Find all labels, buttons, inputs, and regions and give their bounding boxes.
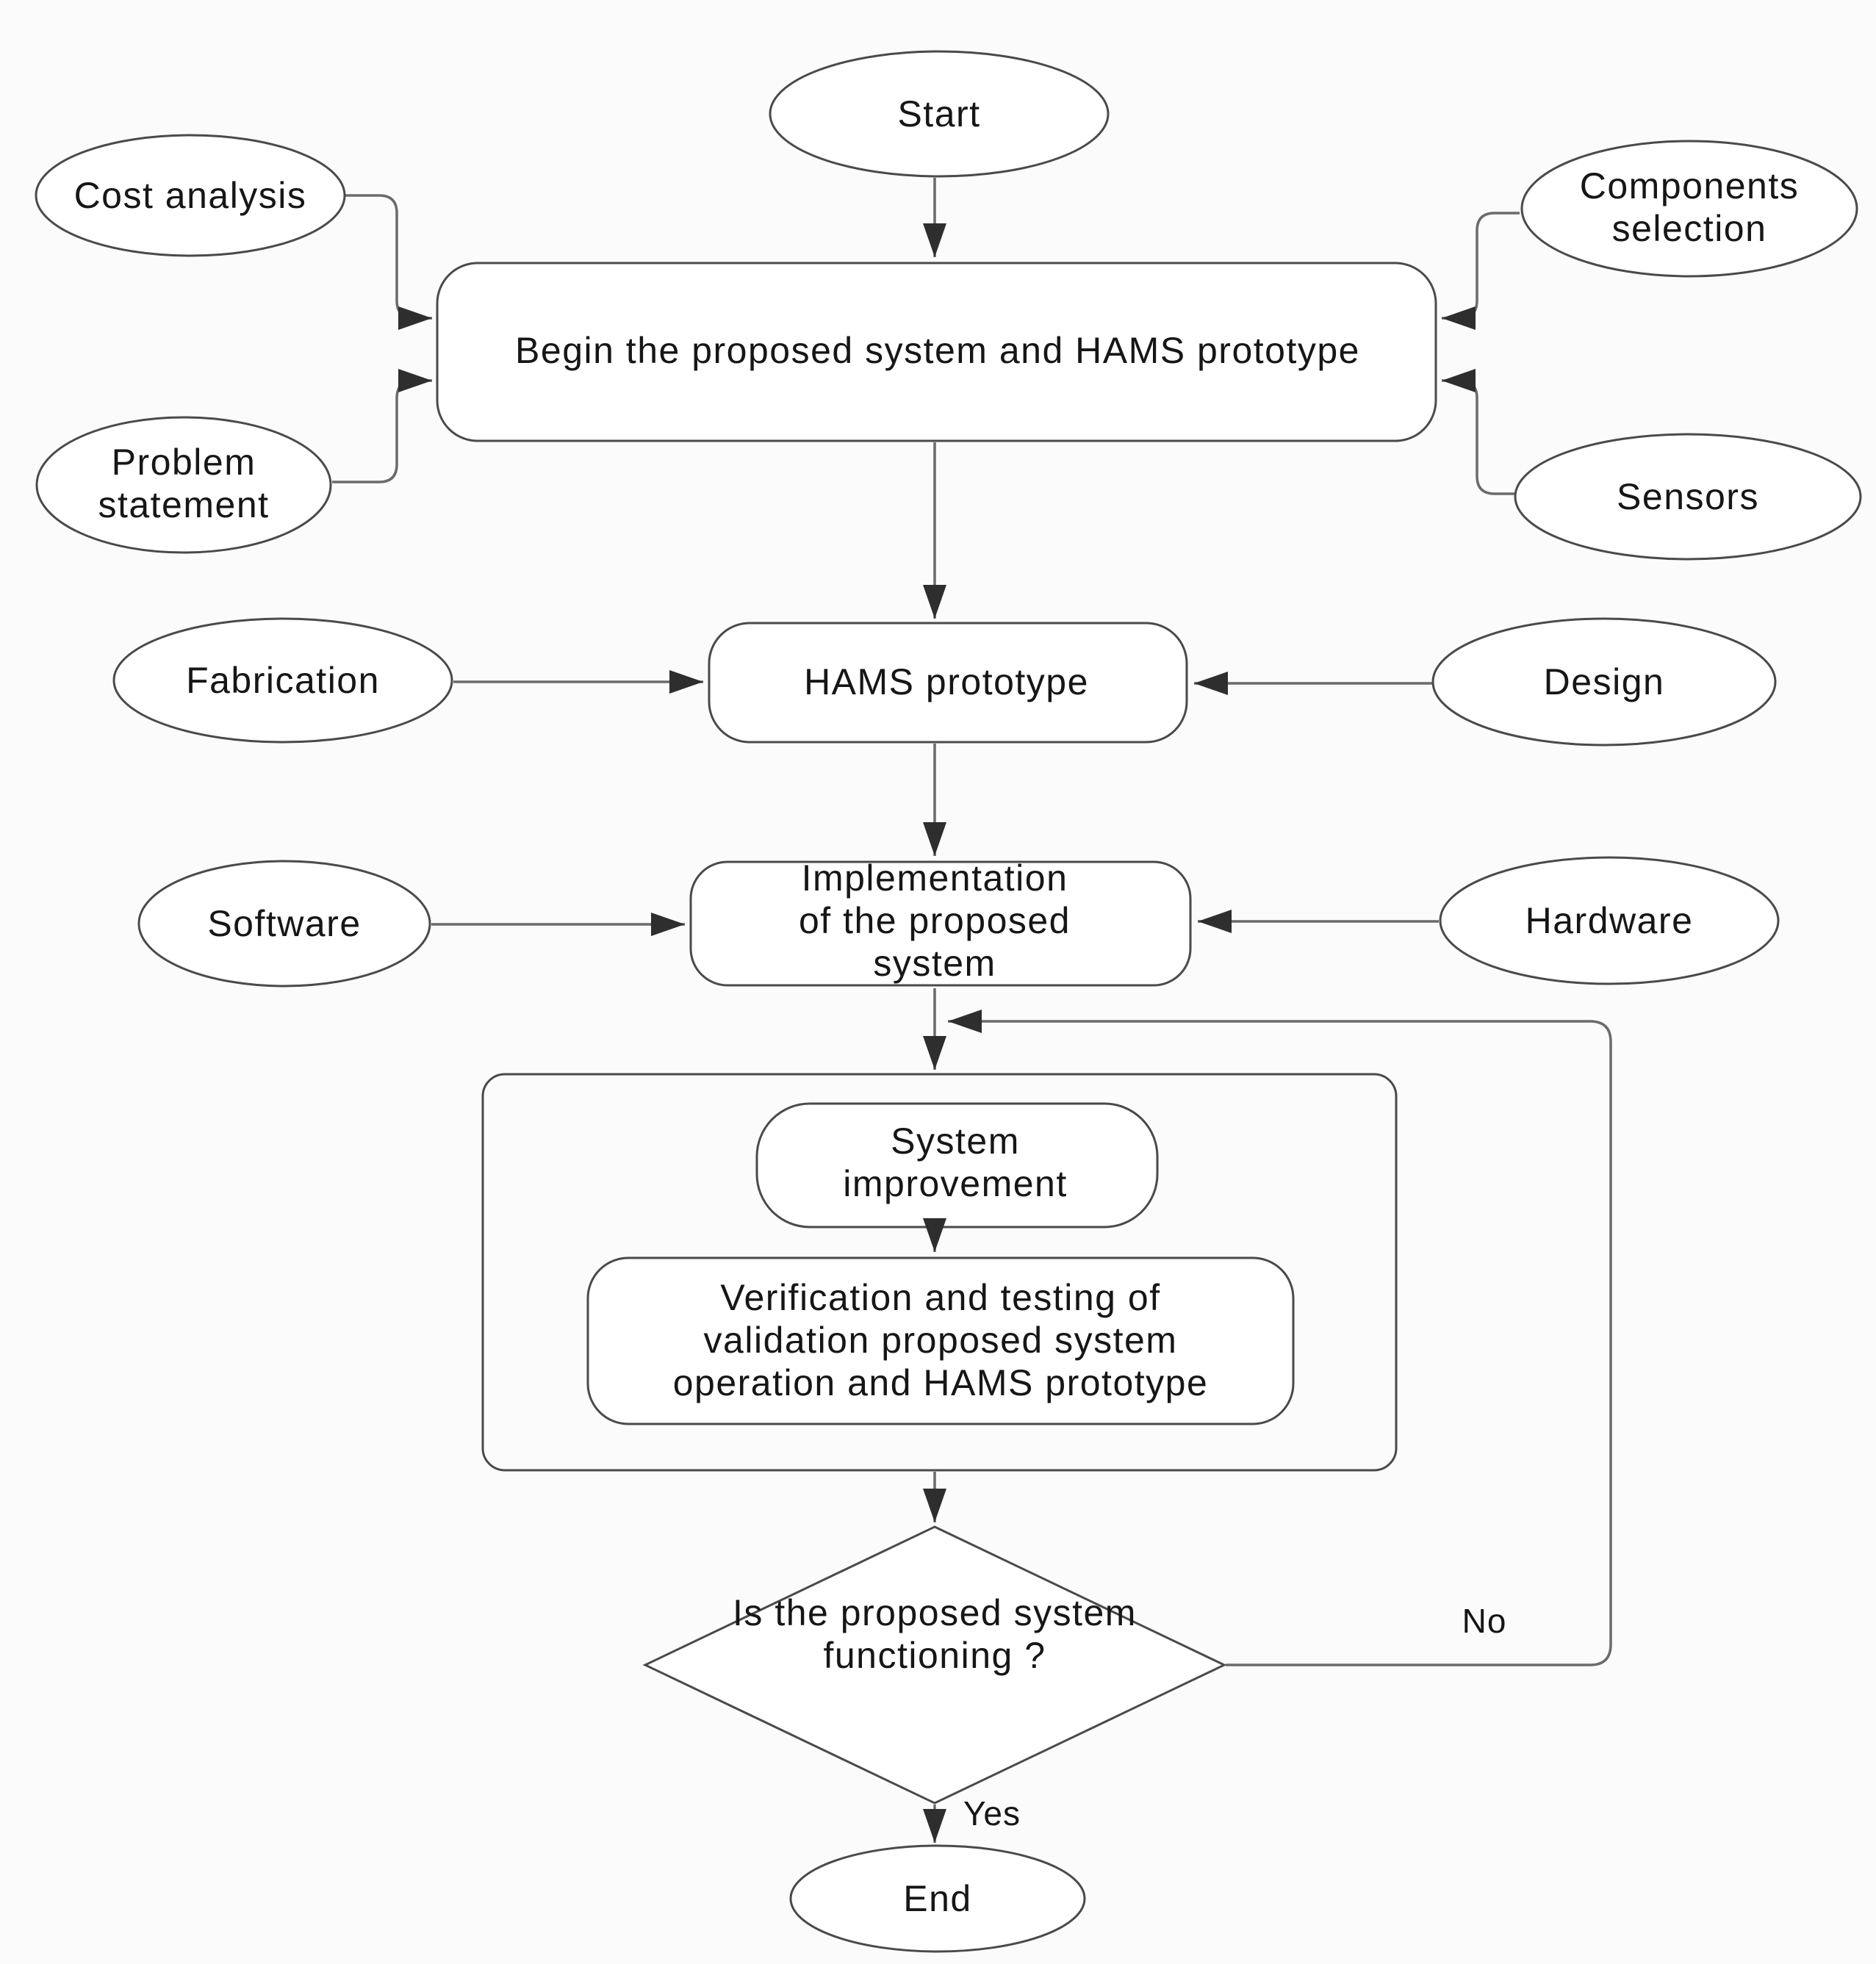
hams-prototype-label: HAMS prototype bbox=[804, 661, 1089, 702]
design-label: Design bbox=[1543, 661, 1665, 702]
cost-analysis-label: Cost analysis bbox=[73, 175, 307, 216]
design-ellipse bbox=[1431, 617, 1777, 747]
components-selection-label: Components selection bbox=[1579, 165, 1800, 249]
verification-label: Verification and testing of validation p… bbox=[672, 1277, 1209, 1403]
improvement-loop-container-rect bbox=[481, 1073, 1398, 1472]
problem-statement-label: Problem statement bbox=[98, 442, 270, 525]
software-label: Software bbox=[207, 903, 362, 944]
edge-components-selection-to-begin bbox=[1442, 212, 1520, 330]
begin-process-label: Begin the proposed system and HAMS proto… bbox=[515, 330, 1360, 371]
software-ellipse bbox=[137, 860, 431, 988]
components-selection-ellipse bbox=[1520, 140, 1858, 278]
verification-process-box bbox=[586, 1256, 1295, 1425]
end-terminator-shape bbox=[789, 1844, 1086, 1953]
edge-no-loop-return bbox=[948, 1010, 1612, 1666]
cost-analysis-ellipse bbox=[35, 134, 346, 257]
sensors-label: Sensors bbox=[1617, 476, 1759, 517]
end-label: End bbox=[903, 1878, 972, 1919]
fabrication-ellipse bbox=[112, 617, 453, 744]
implementation-label: Implementation of the proposed system bbox=[799, 857, 1071, 984]
edge-cost-analysis-to-begin bbox=[345, 194, 432, 330]
decision-label: Is the proposed system functioning ? bbox=[733, 1592, 1137, 1676]
hardware-ellipse bbox=[1439, 856, 1780, 985]
decision-diamond bbox=[642, 1525, 1227, 1805]
sensors-ellipse bbox=[1514, 433, 1862, 561]
implementation-process-box bbox=[689, 860, 1192, 987]
edge-problem-statement-to-begin bbox=[332, 369, 432, 483]
edge-sensors-to-begin bbox=[1442, 369, 1515, 495]
hardware-label: Hardware bbox=[1525, 900, 1694, 941]
start-terminator-shape bbox=[769, 50, 1110, 178]
start-label: Start bbox=[897, 93, 981, 134]
yes-edge-label: Yes bbox=[963, 1794, 1021, 1832]
no-edge-label: No bbox=[1462, 1602, 1507, 1640]
problem-statement-ellipse bbox=[35, 416, 332, 554]
system-improvement-label: System improvement bbox=[843, 1121, 1068, 1204]
hams-prototype-box bbox=[708, 622, 1188, 744]
system-improvement-box bbox=[755, 1102, 1159, 1229]
begin-process-box bbox=[436, 262, 1437, 442]
fabrication-label: Fabrication bbox=[186, 660, 380, 701]
